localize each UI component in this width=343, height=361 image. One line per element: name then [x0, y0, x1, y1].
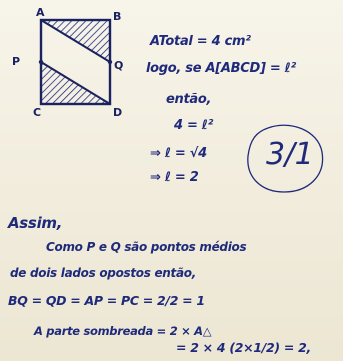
note-shaded-area: A parte sombreada = 2 × A△ — [34, 324, 212, 338]
point-q-dot — [107, 59, 113, 65]
note-total-area: ATotal = 4 cm² — [150, 34, 251, 49]
label-c: C — [33, 106, 42, 119]
label-d: D — [113, 106, 123, 119]
note-result: = 2 × 4 (2×1/2) = 2, — [176, 340, 311, 355]
label-p: P — [12, 55, 21, 68]
note-lados-opostos: de dois lados opostos então, — [10, 266, 196, 280]
note-assim: Assim, — [8, 214, 63, 232]
segment-aq — [40, 19, 111, 63]
score-circle — [247, 124, 324, 193]
point-p-dot — [38, 59, 44, 65]
note-como: Como P e Q são pontos médios — [46, 240, 247, 254]
note-segments: BQ = QD = AP = PC = 2/2 = 1 — [8, 293, 205, 308]
label-a: A — [36, 6, 45, 19]
note-equation-2: ⇒ ℓ = √4 — [150, 146, 207, 161]
note-equation-1: 4 = ℓ² — [174, 118, 214, 133]
label-b: B — [113, 10, 122, 23]
score-mark: 3/1 — [266, 137, 314, 172]
note-entao: então, — [166, 92, 212, 107]
label-q: Q — [114, 59, 124, 72]
segment-pd — [40, 61, 111, 105]
note-logo: logo, se A[ABCD] = ℓ² — [146, 61, 296, 76]
note-equation-3: ⇒ ℓ = 2 — [150, 170, 199, 185]
